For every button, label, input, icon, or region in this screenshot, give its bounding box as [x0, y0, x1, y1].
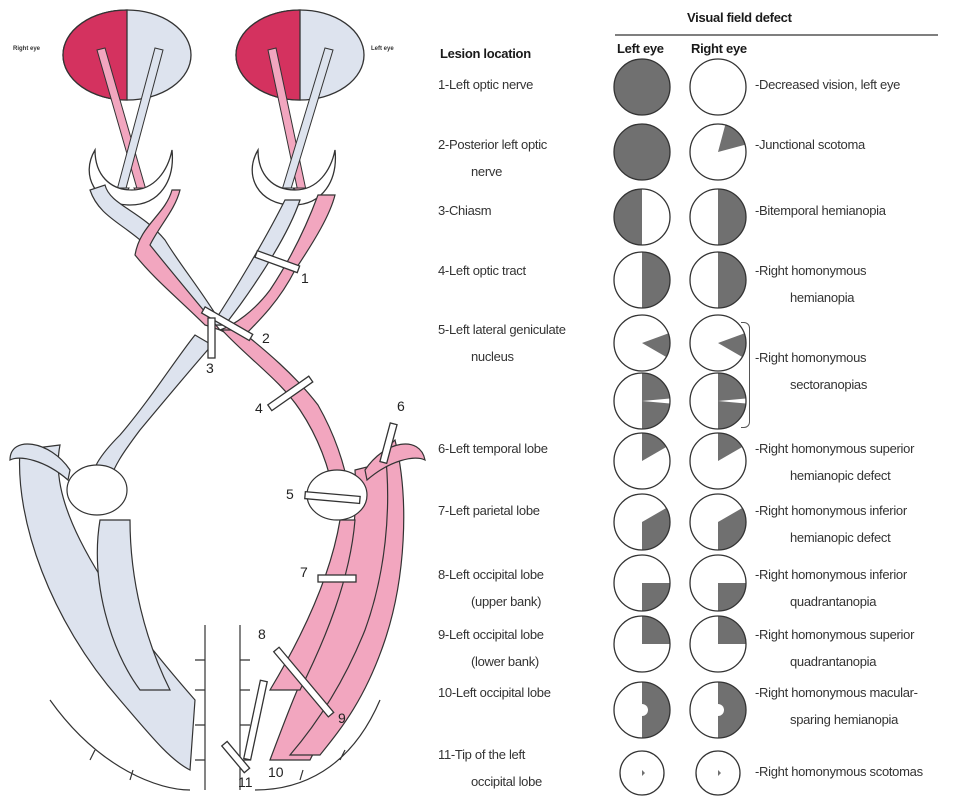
right-eye-field-circle — [696, 751, 740, 795]
right-eye-field-circle — [690, 189, 746, 245]
left-eye-field-circle — [620, 751, 664, 795]
right-eye-field-circle — [690, 616, 746, 672]
left-eye-field-circle — [614, 189, 670, 245]
left-eye-field-circle — [614, 555, 670, 611]
left-eye-field-circle — [614, 616, 670, 672]
left-eye-field-circle — [614, 494, 670, 550]
right-eye-field-circle — [690, 433, 746, 489]
right-eye-field-circle — [690, 555, 746, 611]
left-eye-field-circle — [614, 315, 670, 371]
left-eye-field-circle — [614, 59, 670, 115]
right-eye-field-circle — [690, 682, 746, 738]
left-eye-field-circle — [614, 124, 670, 180]
right-eye-field-circle — [690, 373, 746, 429]
left-eye-field-circle — [614, 373, 670, 429]
right-eye-field-circle — [690, 124, 746, 180]
right-eye-field-circle — [690, 59, 746, 115]
left-eye-field-circle — [614, 682, 670, 738]
left-eye-field-circle — [614, 252, 670, 308]
left-eye-field-circle — [614, 433, 670, 489]
right-eye-field-circle — [690, 315, 746, 371]
right-eye-field-circle — [690, 494, 746, 550]
right-eye-field-circle — [690, 252, 746, 308]
